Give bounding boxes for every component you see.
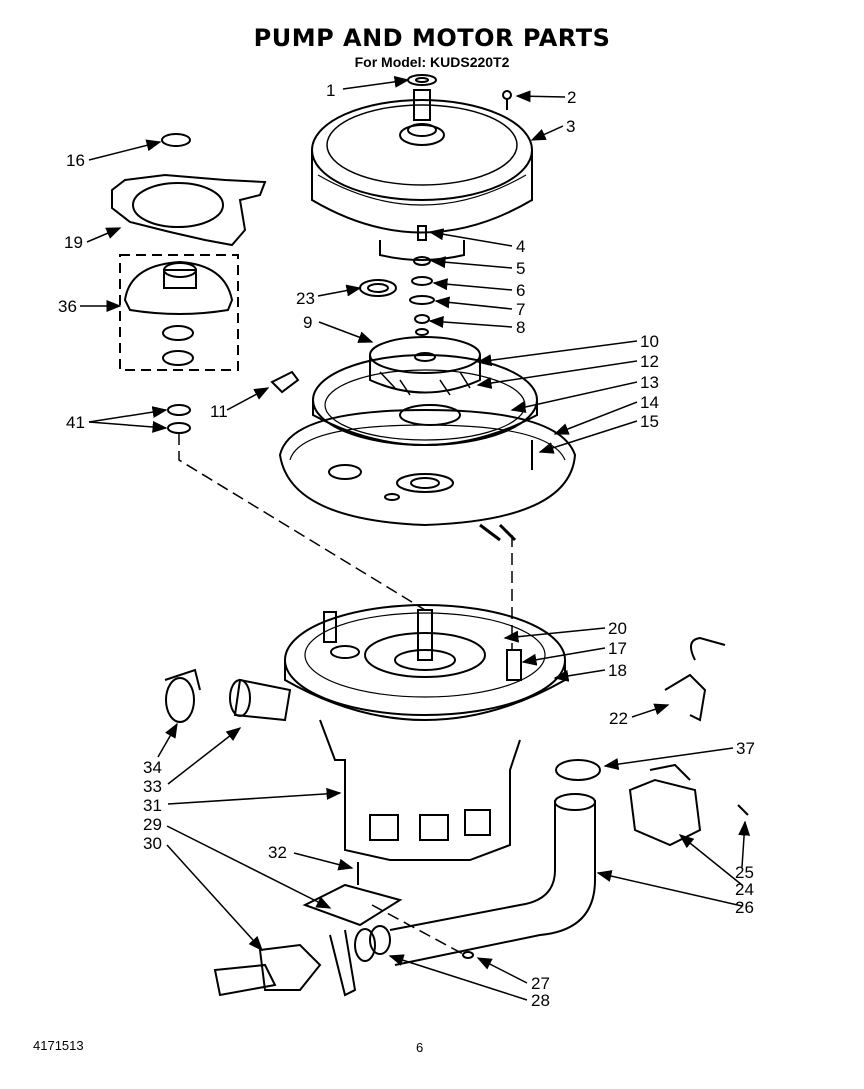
callout-8: 8	[516, 318, 525, 337]
hardware-stack-drawing	[359, 225, 435, 336]
callout-1: 1	[326, 81, 335, 100]
model-subtitle: For Model: KUDS220T2	[354, 54, 510, 70]
bracket-fittings-drawing	[213, 862, 474, 997]
switch-terminal-drawing	[628, 636, 749, 847]
motor-body-drawing	[319, 719, 521, 861]
callout-6: 6	[516, 281, 525, 300]
callout-27: 27	[531, 974, 550, 993]
clip-drawing	[270, 370, 300, 394]
callout-26: 26	[735, 898, 754, 917]
callout-16: 16	[66, 151, 85, 170]
callout-31: 31	[143, 796, 162, 815]
callout-28: 28	[531, 991, 550, 1010]
callout-12: 12	[640, 352, 659, 371]
callout-11: 11	[210, 402, 228, 421]
callout-7: 7	[516, 300, 525, 319]
seal-assembly-drawing	[111, 133, 267, 434]
callout-5: 5	[516, 259, 525, 278]
callout-3: 3	[566, 117, 575, 136]
callout-32: 32	[268, 843, 287, 862]
callout-22: 22	[609, 709, 628, 728]
motor-top-drawing	[311, 74, 533, 261]
callout-13: 13	[640, 373, 659, 392]
callout-18: 18	[608, 661, 627, 680]
callout-labels: 1 2 3 4 5 6 7 8 9 10 12 13 14 15 16 19 3…	[58, 81, 755, 1010]
document-number: 4171513	[33, 1038, 84, 1053]
leader-lines	[80, 75, 751, 1001]
page-number: 6	[416, 1040, 424, 1055]
callout-17: 17	[608, 639, 627, 658]
callout-25: 25	[735, 863, 754, 882]
base-plate-drawing	[278, 408, 577, 542]
callout-36: 36	[58, 297, 77, 316]
callout-29: 29	[143, 815, 162, 834]
callout-33: 33	[143, 777, 162, 796]
pump-housing-drawing	[284, 604, 566, 721]
callout-4: 4	[516, 237, 525, 256]
alignment-lines	[178, 433, 513, 956]
callout-19: 19	[64, 233, 83, 252]
callout-20: 20	[608, 619, 627, 638]
callout-23: 23	[296, 289, 315, 308]
callout-30: 30	[143, 834, 162, 853]
callout-24: 24	[735, 880, 754, 899]
page-title: PUMP AND MOTOR PARTS	[253, 24, 611, 52]
callout-34: 34	[143, 758, 162, 777]
drain-hose-drawing	[389, 759, 601, 966]
pump-guard-drawing	[312, 354, 538, 446]
callout-9: 9	[303, 313, 312, 332]
callout-15: 15	[640, 412, 659, 431]
callout-2: 2	[567, 88, 576, 107]
inlet-hose-drawing	[164, 668, 292, 723]
callout-14: 14	[640, 393, 659, 412]
callout-10: 10	[640, 332, 659, 351]
impeller-drawing	[369, 336, 481, 396]
callout-41: 41	[66, 413, 85, 432]
callout-37: 37	[736, 739, 755, 758]
